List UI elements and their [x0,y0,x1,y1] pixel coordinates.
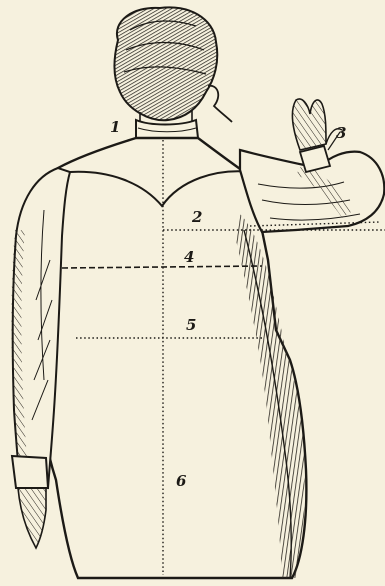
label-chest: 4 [184,248,194,266]
label-length: 6 [176,472,187,490]
label-collar: 1 [110,118,120,136]
label-shoulder-blade: 2 [191,208,202,226]
label-arm: 3 [336,124,346,142]
head [115,7,233,124]
label-waist: 5 [186,316,196,334]
right-arm [240,99,384,232]
